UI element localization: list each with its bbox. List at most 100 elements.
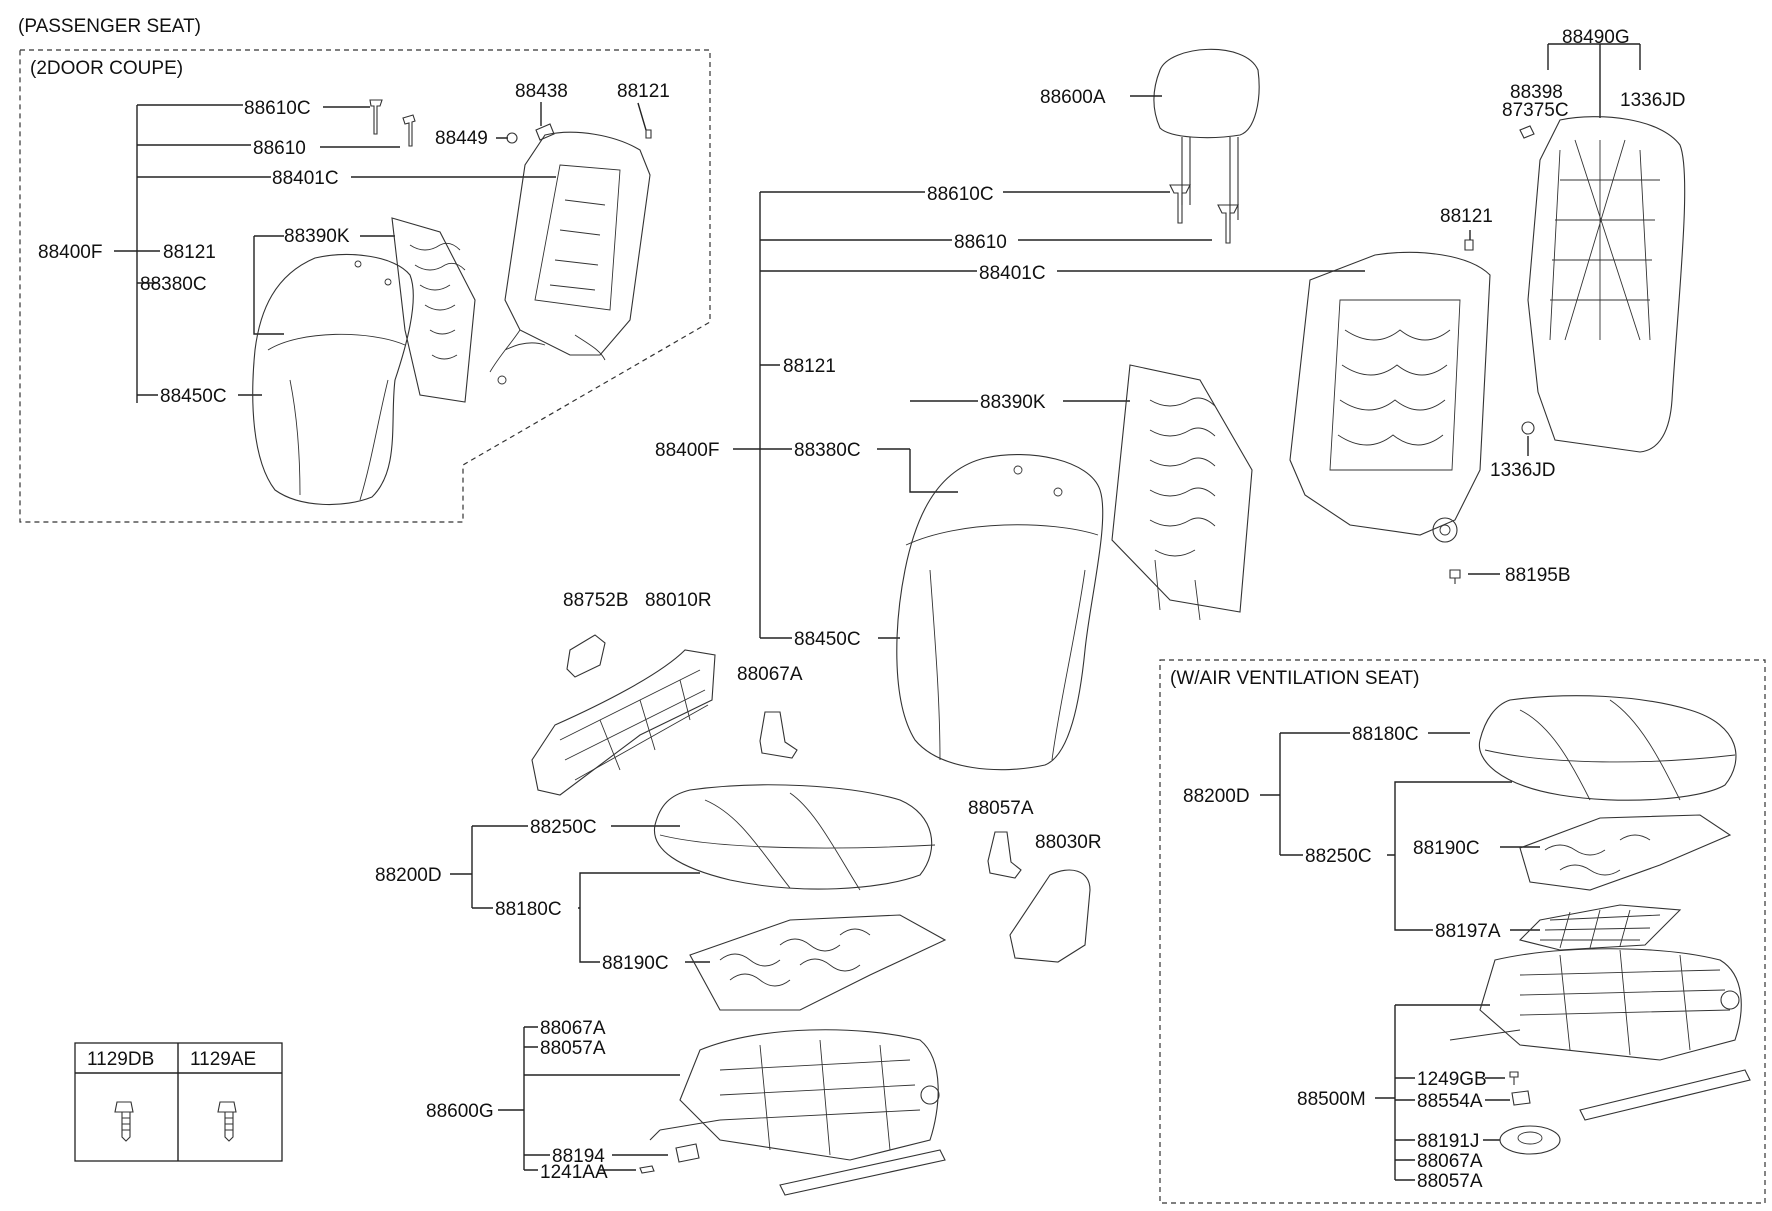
label-88390K-main: 88390K	[980, 392, 1046, 413]
vent-seat-rails	[1449, 1029, 1751, 1121]
coupe-lumbar-knob	[535, 123, 555, 141]
title-air-ventilation-seat: (W/AIR VENTILATION SEAT)	[1170, 668, 1419, 689]
ventilation-group: 88180C 88200D 88250C 88190C 88197A 88500…	[1183, 695, 1751, 1192]
label-88195B: 88195B	[1505, 565, 1571, 586]
label-1336JD: 1336JD	[1620, 90, 1686, 111]
coupe-seatback-group: 88610C 88610 88401C 88400F 88121 88390K …	[38, 81, 670, 506]
vent-cushion-cover	[1478, 695, 1737, 801]
label-88610C-coupe: 88610C	[244, 98, 311, 119]
label-88450C-coupe: 88450C	[160, 386, 227, 407]
label-88057A-vent: 88057A	[1417, 1171, 1483, 1192]
label-88600A: 88600A	[1040, 87, 1106, 108]
label-88400F-main: 88400F	[655, 440, 719, 461]
label-88057A-2: 88057A	[540, 1038, 606, 1059]
main-seatback-cover	[896, 454, 1104, 771]
title-passenger-seat: (PASSENGER SEAT)	[18, 16, 201, 37]
coupe-seatback-frame	[504, 131, 651, 356]
label-88121b-coupe: 88121	[617, 81, 670, 102]
part-88067A	[759, 711, 798, 759]
label-88752B: 88752B	[563, 590, 629, 611]
vent-bolt-1249GB	[1509, 1071, 1519, 1085]
label-88380C-main: 88380C	[794, 440, 861, 461]
label-88180C: 88180C	[495, 899, 562, 920]
cushion-group: 88250C 88200D 88180C 88190C 88067A 88057…	[375, 784, 947, 1196]
part-88030R	[1009, 869, 1091, 963]
label-88554A-vent: 88554A	[1417, 1091, 1483, 1112]
bolt-icon-1129DB	[114, 1101, 134, 1142]
vent-seat-frame	[1479, 948, 1742, 1061]
label-88191J-vent: 88191J	[1417, 1131, 1479, 1152]
main-bolt-88195B	[1449, 569, 1461, 584]
label-88400F-coupe: 88400F	[38, 242, 102, 263]
label-88067A: 88067A	[737, 664, 803, 685]
main-screw-88121	[1464, 239, 1474, 251]
main-heater-pad	[1111, 364, 1253, 613]
coupe-headrest-guide-pins	[369, 99, 416, 147]
label-88490G: 88490G	[1562, 27, 1630, 48]
ventilation-region-border	[1159, 659, 1766, 1204]
label-88390K-coupe: 88390K	[284, 226, 350, 247]
bolt-col-1129DB: 1129DB	[87, 1049, 154, 1070]
main-back-board	[1527, 116, 1686, 453]
label-88067A-vent: 88067A	[1417, 1151, 1483, 1172]
coupe-region-border	[19, 49, 711, 523]
label-88057A: 88057A	[968, 798, 1034, 819]
bolt-icon-1129AE	[217, 1101, 237, 1142]
label-88401C-coupe: 88401C	[272, 168, 339, 189]
label-88030R: 88030R	[1035, 832, 1102, 853]
label-88610-main: 88610	[954, 232, 1007, 253]
seat-rails	[649, 1119, 946, 1196]
cushion-cover	[653, 784, 933, 890]
part-1241AA	[639, 1165, 655, 1174]
label-1241AA: 1241AA	[540, 1162, 608, 1183]
label-88500M-vent: 88500M	[1297, 1089, 1366, 1110]
coupe-seatback-cover	[252, 254, 414, 506]
label-88121b-main: 88121	[1440, 206, 1493, 227]
main-seatback-frame	[1289, 251, 1491, 536]
main-grommet-1336JD	[1521, 421, 1535, 435]
label-88380C-coupe: 88380C	[140, 274, 207, 295]
main-headrest-guides	[1169, 184, 1239, 244]
label-88180C-vent: 88180C	[1352, 724, 1419, 745]
part-88752B	[566, 634, 606, 678]
label-88438-coupe: 88438	[515, 81, 568, 102]
label-88010R: 88010R	[645, 590, 712, 611]
label-88121-main: 88121	[783, 356, 836, 377]
seat-frame-88600G	[679, 1029, 939, 1161]
label-88610C-main: 88610C	[927, 184, 994, 205]
main-seatback-group: 88600A 88610C 88610 88401C 88121 88400F …	[655, 27, 1686, 771]
label-88600G: 88600G	[426, 1101, 494, 1122]
label-88121-coupe: 88121	[163, 242, 216, 263]
label-88401C-main: 88401C	[979, 263, 1046, 284]
side-parts-group: 88752B 88010R 88067A 88057A 88030R	[531, 590, 1102, 963]
part-88010R	[531, 649, 716, 796]
label-88190C-vent: 88190C	[1413, 838, 1480, 859]
label-88250C-vent: 88250C	[1305, 846, 1372, 867]
vent-blower-88191J	[1499, 1125, 1561, 1155]
label-88190C: 88190C	[602, 953, 669, 974]
vent-part-88554A	[1511, 1090, 1531, 1106]
label-88450C-main: 88450C	[794, 629, 861, 650]
label-88610-coupe: 88610	[253, 138, 306, 159]
coupe-screw	[645, 129, 652, 139]
label-88200D-vent: 88200D	[1183, 786, 1250, 807]
main-clip-87375C	[1519, 125, 1535, 139]
label-88067A-2: 88067A	[540, 1018, 606, 1039]
vent-fan-mat	[1518, 904, 1682, 951]
label-1336JD-2: 1336JD	[1490, 460, 1556, 481]
label-88200D: 88200D	[375, 865, 442, 886]
title-2door-coupe: (2DOOR COUPE)	[30, 58, 183, 79]
bolt-col-1129AE: 1129AE	[190, 1049, 256, 1070]
label-88250C: 88250C	[530, 817, 597, 838]
label-88398: 88398	[1510, 82, 1563, 103]
label-88449-coupe: 88449	[435, 128, 488, 149]
coupe-clip	[506, 132, 518, 144]
vent-heater-pad	[1519, 814, 1732, 891]
part-88057A	[987, 831, 1022, 879]
coupe-heater-pad	[391, 217, 476, 403]
main-recliner	[1432, 517, 1458, 543]
label-88197A-vent: 88197A	[1435, 921, 1501, 942]
label-1249GB-vent: 1249GB	[1417, 1069, 1487, 1090]
part-88194	[675, 1143, 700, 1163]
